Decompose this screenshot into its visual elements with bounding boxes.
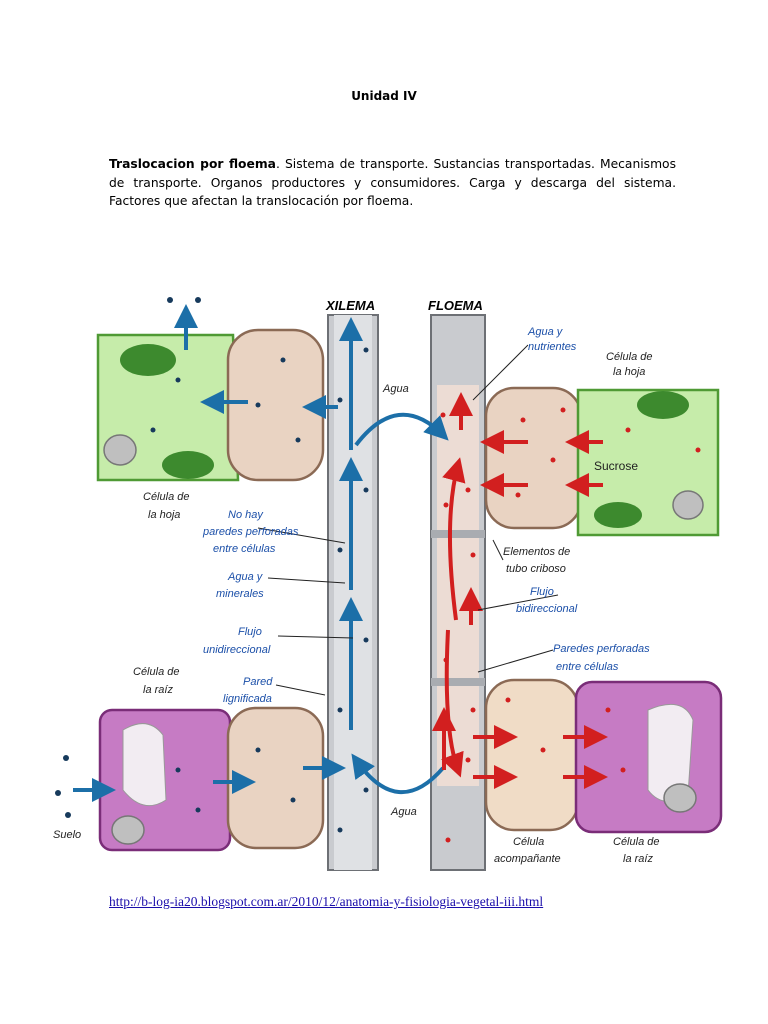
no-hay-2: paredes perforadas xyxy=(202,526,299,538)
no-hay-1: No hay xyxy=(228,509,264,521)
elementos-1: Elementos de xyxy=(503,546,570,558)
phloem-flow-up xyxy=(442,457,466,621)
leaf-cell-left xyxy=(96,333,240,482)
companion-cell-xylem-top xyxy=(226,328,325,482)
companion-cell-top xyxy=(484,386,583,530)
agua-minerales-2: minerales xyxy=(216,588,264,600)
celula-raiz-right-1: Célula de xyxy=(613,836,659,848)
water-molecule xyxy=(195,297,201,303)
celula-hoja-left-2: la hoja xyxy=(148,509,180,521)
paragraph-bold-lead: Traslocacion por floema xyxy=(109,157,276,171)
water-molecule xyxy=(167,297,173,303)
pared-1: Pared xyxy=(243,676,273,688)
elementos-2: tubo criboso xyxy=(506,563,566,575)
root-cell-right xyxy=(574,680,723,834)
no-hay-3: entre células xyxy=(213,543,276,555)
document-title: Unidad IV xyxy=(351,89,417,103)
source-link[interactable]: http://b-log-ia20.blogspot.com.ar/2010/1… xyxy=(109,894,544,909)
suelo-label: Suelo xyxy=(53,829,81,841)
pared-2: lignificada xyxy=(223,693,272,705)
agua-nutrientes-2: nutrientes xyxy=(528,341,577,353)
floema-label: FLOEMA xyxy=(428,298,483,313)
water-arc-bottom xyxy=(351,753,445,794)
root-cell-left xyxy=(98,708,232,852)
celula-raiz-right-2: la raíz xyxy=(623,853,653,865)
leaf-cell-right xyxy=(576,388,720,537)
celula-hoja-left-1: Célula de xyxy=(143,491,189,503)
leader-lines xyxy=(257,344,559,696)
paragraph-text: . Sistema de transporte. Sustancias tran… xyxy=(109,157,676,208)
flujo-bi-1: Flujo xyxy=(530,586,554,598)
celula-hoja-right-2: la hoja xyxy=(613,366,645,378)
celula-hoja-right-1: Célula de xyxy=(606,351,652,363)
xilema-label: XILEMA xyxy=(325,298,375,313)
phloem-xylem-diagram: XILEMA FLOEMA Agua Agua xyxy=(48,290,728,885)
intro-paragraph: Traslocacion por floema. Sistema de tran… xyxy=(109,155,676,211)
celula-raiz-left-2: la raíz xyxy=(143,684,173,696)
flujo-uni-1: Flujo xyxy=(238,626,262,638)
water-arc-top xyxy=(354,412,449,447)
phloem-sieve-tube xyxy=(430,314,486,871)
celula-raiz-left-1: Célula de xyxy=(133,666,179,678)
celula-acomp-1: Célula xyxy=(513,836,544,848)
companion-cell-xylem-bottom xyxy=(226,706,325,850)
agua-bottom-label: Agua xyxy=(390,806,417,818)
companion-cell-bottom xyxy=(484,678,580,832)
sucrose-label: Sucrose xyxy=(594,459,638,473)
agua-nutrientes-1: Agua y xyxy=(527,326,564,338)
paredes-perf-1: Paredes perforadas xyxy=(553,643,650,655)
celula-acomp-2: acompañante xyxy=(494,853,561,865)
agua-top-label: Agua xyxy=(382,383,409,395)
paredes-perf-2: entre células xyxy=(556,661,619,673)
agua-minerales-1: Agua y xyxy=(227,571,264,583)
flujo-bi-2: bidireccional xyxy=(516,603,578,615)
flujo-uni-2: unidireccional xyxy=(203,644,271,656)
